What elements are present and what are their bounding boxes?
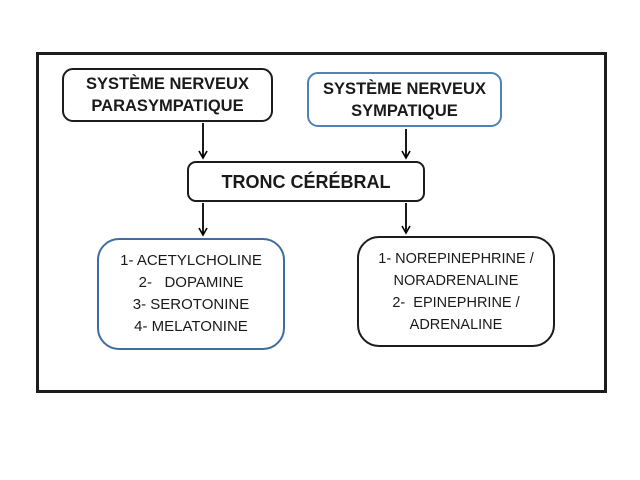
node-brainstem: TRONC CÉRÉBRAL (187, 161, 425, 202)
node-sympathetic-neurotransmitters-list: 1- NOREPINEPHRINE / NORADRENALINE 2- EPI… (357, 236, 555, 347)
node-parasympathetic-nervous-system: SYSTÈME NERVEUX PARASYMPATIQUE (62, 68, 273, 122)
node-parasympathetic-neurotransmitters-list: 1- ACETYLCHOLINE 2- DOPAMINE 3- SEROTONI… (97, 238, 285, 350)
node-sympathetic-nervous-system: SYSTÈME NERVEUX SYMPATIQUE (307, 72, 502, 127)
